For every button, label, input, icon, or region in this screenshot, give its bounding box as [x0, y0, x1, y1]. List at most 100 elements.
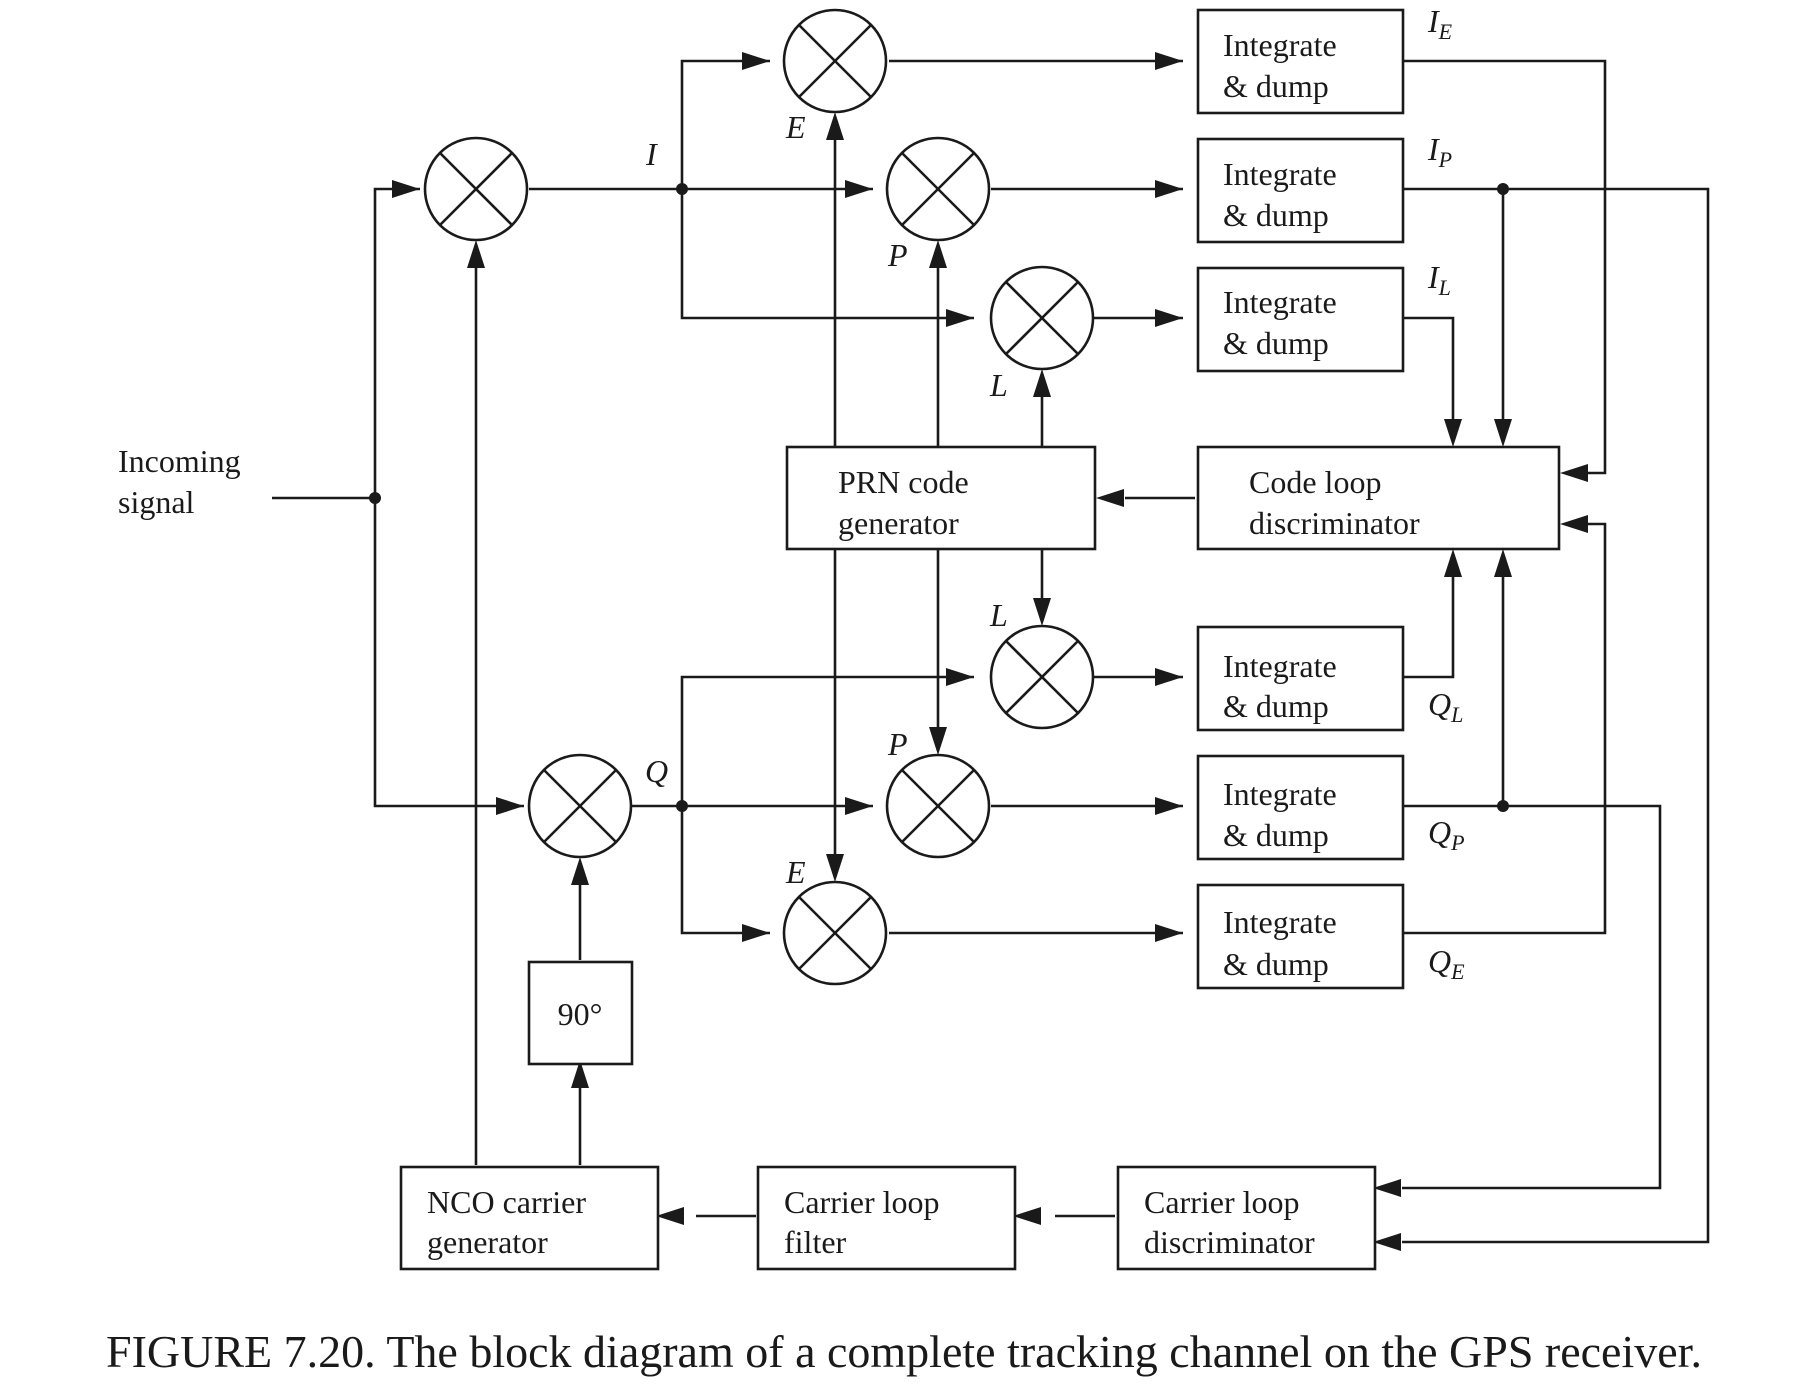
block-integrate-ql-line1: Integrate: [1223, 648, 1337, 684]
arrowheads: [392, 52, 1588, 1251]
wire-il-out: [1400, 316, 1455, 420]
arrow-into-l-mixer-bottom: [946, 668, 974, 686]
block-integrate-ql: Integrate & dump: [1196, 625, 1405, 732]
arrow-90-into-q-mixer: [571, 857, 589, 885]
arrow-ip-into-code-disc: [1494, 419, 1512, 447]
block-integrate-ie-line2: & dump: [1223, 68, 1329, 104]
label-l-top: L: [989, 367, 1008, 403]
label-p-bottom: P: [887, 726, 908, 762]
label-i: I: [645, 136, 658, 172]
block-carrier-loop-discriminator: Carrier loop discriminator: [1116, 1165, 1377, 1271]
block-code-disc-line1: Code loop: [1249, 464, 1381, 500]
block-integrate-il: Integrate & dump: [1196, 266, 1405, 373]
wires: [272, 59, 1710, 1244]
mixer-q: [527, 753, 633, 859]
labels: Incoming signal I Q E P L L P E IE IP IL…: [106, 3, 1702, 1377]
output-label-il: IL: [1427, 259, 1451, 300]
arrow-into-i-mixer: [392, 180, 420, 198]
block-90-degree-shift: 90°: [527, 960, 634, 1066]
block-integrate-il-line1: Integrate: [1223, 284, 1337, 320]
block-integrate-ql-line2: & dump: [1223, 688, 1329, 724]
arrow-into-int-ip: [1155, 180, 1183, 198]
block-code-loop-discriminator: Code loop discriminator: [1196, 445, 1561, 551]
block-integrate-ip-line2: & dump: [1223, 197, 1329, 233]
incoming-signal-line1: Incoming: [118, 443, 241, 479]
block-integrate-ie-line1: Integrate: [1223, 27, 1337, 63]
output-label-ip: IP: [1427, 131, 1452, 172]
arrow-l-bottom: [1033, 598, 1051, 626]
arrow-into-e-mixer-top: [742, 52, 770, 70]
block-carrier-disc-line2: discriminator: [1144, 1224, 1315, 1260]
arrow-l-top: [1033, 369, 1051, 397]
block-integrate-qp-line1: Integrate: [1223, 776, 1337, 812]
arrow-into-int-qe: [1155, 924, 1183, 942]
arrow-into-p-mixer-bottom: [845, 797, 873, 815]
arrow-into-int-ie: [1155, 52, 1183, 70]
arrow-qp-into-code-disc: [1494, 549, 1512, 577]
output-label-qe: QE: [1428, 943, 1465, 984]
block-integrate-qe-line2: & dump: [1223, 946, 1329, 982]
arrow-into-e-mixer-bottom: [742, 924, 770, 942]
wire-qe-out: [1400, 522, 1607, 935]
block-integrate-ip: Integrate & dump: [1196, 137, 1405, 244]
blocks: Integrate & dump Integrate & dump Integr…: [399, 8, 1561, 1271]
junction-input: [369, 492, 381, 504]
arrow-into-carrier-filter: [1013, 1207, 1041, 1225]
label-l-bottom: L: [989, 597, 1008, 633]
mixers: [423, 8, 1095, 986]
mixer-ie: [782, 8, 888, 114]
arrow-into-int-ql: [1155, 668, 1183, 686]
arrow-nco-into-i-mixer: [467, 240, 485, 268]
junction-qp: [1497, 800, 1509, 812]
label-q: Q: [645, 753, 668, 789]
block-90-label: 90°: [558, 996, 603, 1032]
block-integrate-qp: Integrate & dump: [1196, 754, 1405, 861]
mixer-qp: [885, 753, 991, 859]
block-prn-code-generator: PRN code generator: [785, 445, 1097, 551]
arrow-qp-into-carrier-disc: [1373, 1179, 1401, 1197]
wire-i-to-l-mixer: [680, 189, 974, 320]
arrow-ip-into-carrier-disc: [1373, 1233, 1401, 1251]
figure-caption: FIGURE 7.20. The block diagram of a comp…: [106, 1326, 1702, 1377]
arrow-ql-into-code-disc: [1444, 549, 1462, 577]
arrow-into-int-il: [1155, 309, 1183, 327]
junction-i: [676, 183, 688, 195]
arrow-p-bottom: [929, 727, 947, 755]
arrow-qe-into-code-disc: [1560, 515, 1588, 533]
arrow-into-90: [571, 1060, 589, 1088]
block-nco-line2: generator: [427, 1224, 548, 1260]
wire-q-to-e-mixer: [680, 806, 770, 935]
block-integrate-ip-line1: Integrate: [1223, 156, 1337, 192]
arrow-into-nco: [656, 1207, 684, 1225]
block-integrate-qp-line2: & dump: [1223, 817, 1329, 853]
arrow-e-top: [826, 112, 844, 140]
output-label-qp: QP: [1428, 814, 1465, 855]
wire-ie-out: [1400, 59, 1607, 475]
arrow-e-bottom: [826, 854, 844, 882]
arrow-il-into-code-disc: [1444, 419, 1462, 447]
label-e-top: E: [785, 109, 806, 145]
arrow-into-prn: [1096, 489, 1124, 507]
output-label-ql: QL: [1428, 686, 1463, 727]
label-e-bottom: E: [785, 854, 806, 890]
block-carrier-filter-line1: Carrier loop: [784, 1184, 940, 1220]
label-p-top: P: [887, 237, 908, 273]
arrow-into-q-mixer: [496, 797, 524, 815]
block-carrier-loop-filter: Carrier loop filter: [756, 1165, 1017, 1271]
mixer-ql: [989, 624, 1095, 730]
block-prn-line1: PRN code: [838, 464, 969, 500]
junction-q: [676, 800, 688, 812]
block-carrier-filter-line2: filter: [784, 1224, 847, 1260]
output-label-ie: IE: [1427, 3, 1453, 44]
block-prn-line2: generator: [838, 505, 959, 541]
block-integrate-qe-line1: Integrate: [1223, 904, 1337, 940]
mixer-il: [989, 265, 1095, 371]
wire-q-to-l-mixer: [680, 675, 974, 806]
wire-ip-out: [1400, 187, 1710, 1244]
incoming-signal-line2: signal: [118, 484, 195, 520]
block-carrier-disc-line1: Carrier loop: [1144, 1184, 1300, 1220]
arrow-into-int-qp: [1155, 797, 1183, 815]
wire-ql-out: [1400, 576, 1455, 679]
arrow-into-l-mixer-top: [946, 309, 974, 327]
